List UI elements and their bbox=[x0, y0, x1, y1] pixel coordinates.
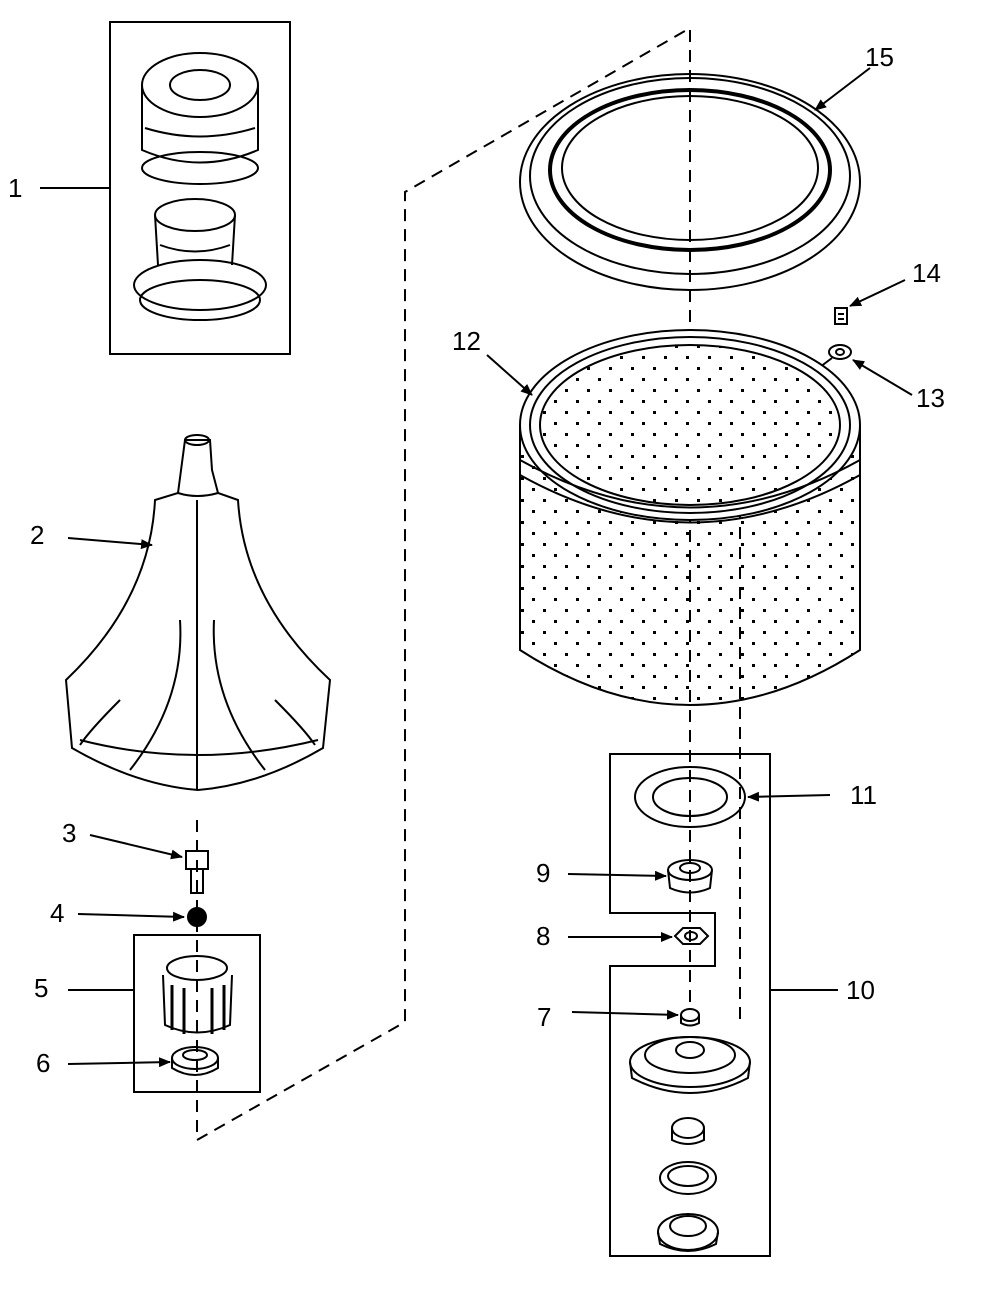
part-6-seal bbox=[171, 1046, 219, 1076]
part-10-hub-assembly bbox=[609, 753, 771, 1257]
part-2-agitator bbox=[64, 434, 332, 792]
callout-3: 3 bbox=[62, 818, 77, 848]
leader-6 bbox=[67, 1057, 171, 1068]
callout-10: 10 bbox=[846, 975, 875, 1005]
leader-11 bbox=[747, 791, 831, 802]
leader-lines bbox=[40, 67, 913, 1068]
callout-7: 7 bbox=[537, 1002, 552, 1032]
callout-11: 11 bbox=[850, 780, 877, 810]
leader-2 bbox=[67, 537, 153, 550]
callout-14: 14 bbox=[912, 258, 941, 288]
part-5-bracket-box bbox=[133, 934, 261, 1093]
callout-9: 9 bbox=[536, 858, 551, 888]
part-7-bushing bbox=[680, 1008, 700, 1027]
leader-7 bbox=[571, 1009, 679, 1020]
leader-13 bbox=[852, 359, 913, 396]
leader-12 bbox=[486, 354, 533, 396]
part-12-spin-basket bbox=[519, 329, 861, 706]
part-14-screw bbox=[834, 307, 848, 325]
callout-5: 5 bbox=[34, 973, 49, 1003]
part-15-tub-ring bbox=[519, 73, 861, 291]
part-9-nut bbox=[667, 859, 713, 894]
part-11-gasket bbox=[634, 766, 746, 828]
leader-15 bbox=[814, 67, 871, 111]
part-1-bearing-kit bbox=[109, 21, 291, 355]
callout-8: 8 bbox=[536, 921, 551, 951]
callout-12: 12 bbox=[452, 326, 481, 356]
leader-3 bbox=[89, 834, 183, 860]
callout-6: 6 bbox=[36, 1048, 51, 1078]
callout-1: 1 bbox=[8, 173, 23, 203]
part-3-bolt bbox=[185, 850, 209, 894]
callout-4: 4 bbox=[50, 898, 65, 928]
callout-15: 15 bbox=[865, 42, 894, 72]
leader-4 bbox=[77, 911, 185, 922]
callout-2: 2 bbox=[30, 520, 45, 550]
leader-14 bbox=[849, 279, 906, 307]
part-8-hex-nut bbox=[673, 927, 710, 945]
leader-9 bbox=[567, 870, 667, 881]
callout-13: 13 bbox=[916, 383, 945, 413]
part-4-ball bbox=[187, 907, 207, 927]
